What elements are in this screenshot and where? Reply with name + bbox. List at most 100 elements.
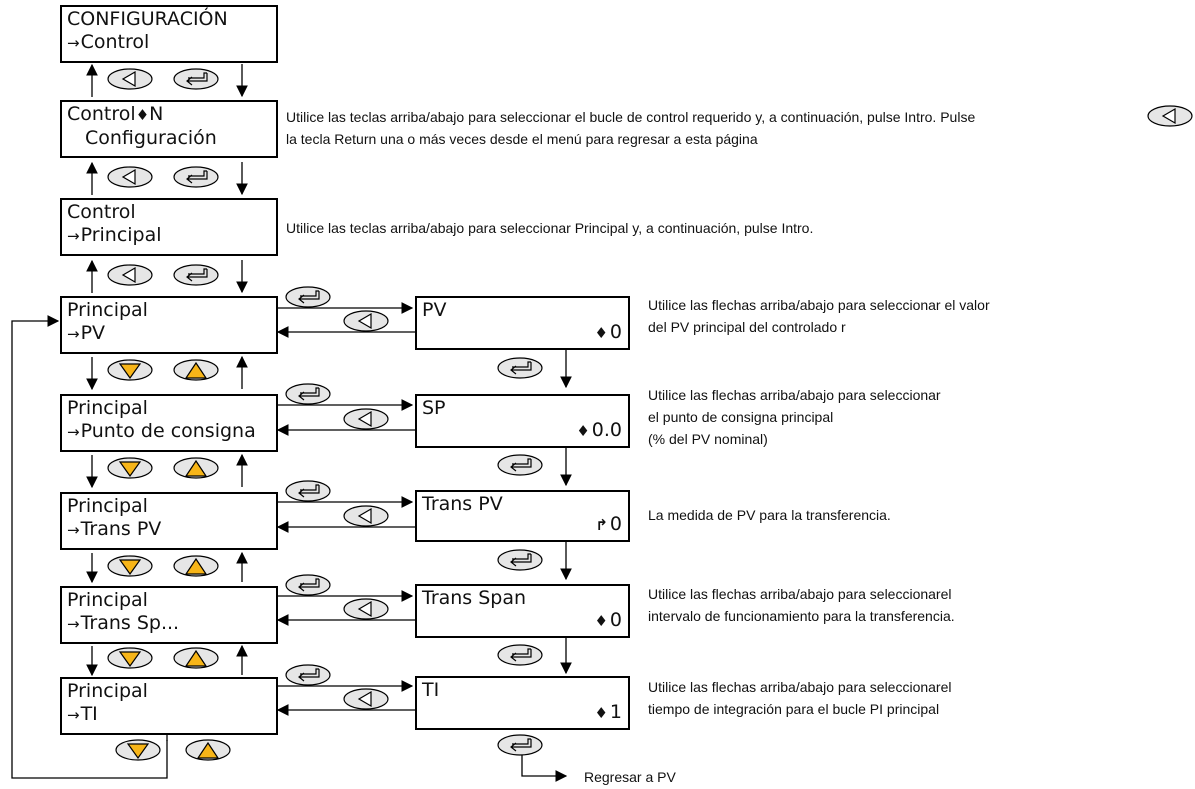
return-key-icon[interactable] xyxy=(342,597,390,621)
screen-principal-sp: Principal →Punto de consigna xyxy=(60,394,278,452)
param-value: 0 xyxy=(609,513,622,535)
down-arrow-key-icon[interactable] xyxy=(106,554,154,578)
param-value: 0 xyxy=(609,609,622,631)
note-transspan-2: intervalo de funcionamiento para la tran… xyxy=(648,608,955,624)
up-arrow-key-icon[interactable] xyxy=(172,456,220,480)
right-arrow-icon: → xyxy=(67,521,80,539)
param-value: 1 xyxy=(609,701,622,723)
screen-line2: Trans Sp... xyxy=(80,612,180,634)
up-arrow-key-icon[interactable] xyxy=(172,554,220,578)
right-arrow-icon: → xyxy=(67,325,80,343)
enter-key-icon[interactable] xyxy=(284,573,332,597)
screen-control-n: Control♦N Configuración xyxy=(60,100,278,158)
screen-line1: Principal xyxy=(67,589,148,611)
right-arrow-icon: → xyxy=(67,615,80,633)
note-ti-1: Utilice las flechas arriba/abajo para se… xyxy=(648,679,952,695)
screen-principal-transpv: Principal →Trans PV xyxy=(60,492,278,550)
param-transpv: Trans PV ↱0 xyxy=(415,490,630,542)
enter-key-icon[interactable] xyxy=(284,479,332,503)
updown-icon: ♦ xyxy=(576,422,590,440)
screen-line1-suffix: N xyxy=(149,103,164,125)
updown-icon: ♦ xyxy=(135,106,150,124)
param-name: TI xyxy=(422,679,440,701)
param-name: Trans Span xyxy=(422,587,527,609)
note-transpv: La medida de PV para la transferencia. xyxy=(648,507,891,523)
page-key-icon[interactable] xyxy=(106,263,154,287)
return-key-icon[interactable] xyxy=(342,309,390,333)
updown-icon: ♦ xyxy=(594,704,608,722)
note-return: Regresar a PV xyxy=(584,769,676,785)
enter-key-icon[interactable] xyxy=(496,548,544,572)
enter-key-icon[interactable] xyxy=(284,663,332,687)
screen-line2: Control xyxy=(80,31,150,53)
down-arrow-key-icon[interactable] xyxy=(106,646,154,670)
screen-line1: Principal xyxy=(67,495,148,517)
note-control-n-1: Utilice las teclas arriba/abajo para sel… xyxy=(286,109,976,125)
screen-line1: CONFIGURACIÓN xyxy=(67,8,228,30)
note-sp-3: (% del PV nominal) xyxy=(648,431,768,447)
down-arrow-key-icon[interactable] xyxy=(114,738,162,762)
page-key-icon[interactable] xyxy=(106,67,154,91)
enter-key-icon[interactable] xyxy=(172,165,220,189)
param-name: Trans PV xyxy=(422,493,503,515)
enter-key-icon[interactable] xyxy=(496,733,544,757)
enter-key-icon[interactable] xyxy=(172,67,220,91)
note-ti-2: tiempo de integración para el bucle PI p… xyxy=(648,701,940,717)
enter-key-icon[interactable] xyxy=(496,453,544,477)
right-arrow-icon: → xyxy=(67,34,80,52)
param-value: 0.0 xyxy=(591,419,622,441)
screen-configuracion: CONFIGURACIÓN →Control xyxy=(60,5,278,63)
param-sp: SP ♦0.0 xyxy=(415,394,630,448)
up-arrow-key-icon[interactable] xyxy=(172,358,220,382)
up-arrow-key-icon[interactable] xyxy=(172,646,220,670)
param-pv: PV ♦0 xyxy=(415,296,630,350)
enter-key-icon[interactable] xyxy=(284,285,332,309)
screen-principal-ti: Principal →TI xyxy=(60,677,278,735)
screen-line2: Principal xyxy=(80,224,162,246)
screen-line2: PV xyxy=(80,322,106,344)
note-control-n-2: la tecla Return una o más veces desde el… xyxy=(286,131,758,147)
screen-line2: Punto de consigna xyxy=(80,420,256,442)
note-control-main: Utilice las teclas arriba/abajo para sel… xyxy=(286,220,814,236)
enter-key-icon[interactable] xyxy=(496,356,544,380)
updown-icon: ♦ xyxy=(594,612,608,630)
note-transspan-1: Utilice las flechas arriba/abajo para se… xyxy=(648,586,952,602)
param-name: SP xyxy=(422,397,446,419)
enter-key-icon[interactable] xyxy=(284,382,332,406)
screen-line1: Control xyxy=(67,103,136,125)
screen-line1: Principal xyxy=(67,397,148,419)
readonly-icon: ↱ xyxy=(595,516,608,534)
return-key-icon[interactable] xyxy=(342,504,390,528)
return-key-icon[interactable] xyxy=(342,687,390,711)
screen-line2: Configuración xyxy=(85,127,217,149)
screen-line2: Trans PV xyxy=(80,518,162,540)
note-sp-2: el punto de consigna principal xyxy=(648,409,834,425)
right-arrow-icon: → xyxy=(67,227,80,245)
down-arrow-key-icon[interactable] xyxy=(106,358,154,382)
screen-line1: Principal xyxy=(67,680,148,702)
page-key-icon[interactable] xyxy=(1146,104,1194,128)
screen-line1: Control xyxy=(67,201,136,223)
return-key-icon[interactable] xyxy=(342,407,390,431)
right-arrow-icon: → xyxy=(67,706,80,724)
screen-principal-transsp: Principal →Trans Sp... xyxy=(60,586,278,644)
page-key-icon[interactable] xyxy=(106,165,154,189)
right-arrow-icon: → xyxy=(67,423,80,441)
screen-line1: Principal xyxy=(67,299,148,321)
param-name: PV xyxy=(422,299,447,321)
updown-icon: ♦ xyxy=(594,324,608,342)
up-arrow-key-icon[interactable] xyxy=(184,738,232,762)
screen-line2: TI xyxy=(80,703,98,725)
enter-key-icon[interactable] xyxy=(172,263,220,287)
note-pv-1: Utilice las flechas arriba/abajo para se… xyxy=(648,297,990,313)
screen-control-principal: Control →Principal xyxy=(60,198,278,256)
param-value: 0 xyxy=(609,321,622,343)
param-ti: TI ♦1 xyxy=(415,676,630,730)
note-sp-1: Utilice las flechas arriba/abajo para se… xyxy=(648,387,941,403)
param-transspan: Trans Span ♦0 xyxy=(415,584,630,638)
enter-key-icon[interactable] xyxy=(496,643,544,667)
screen-principal-pv: Principal →PV xyxy=(60,296,278,354)
note-pv-2: del PV principal del controlado r xyxy=(648,319,846,335)
down-arrow-key-icon[interactable] xyxy=(106,456,154,480)
